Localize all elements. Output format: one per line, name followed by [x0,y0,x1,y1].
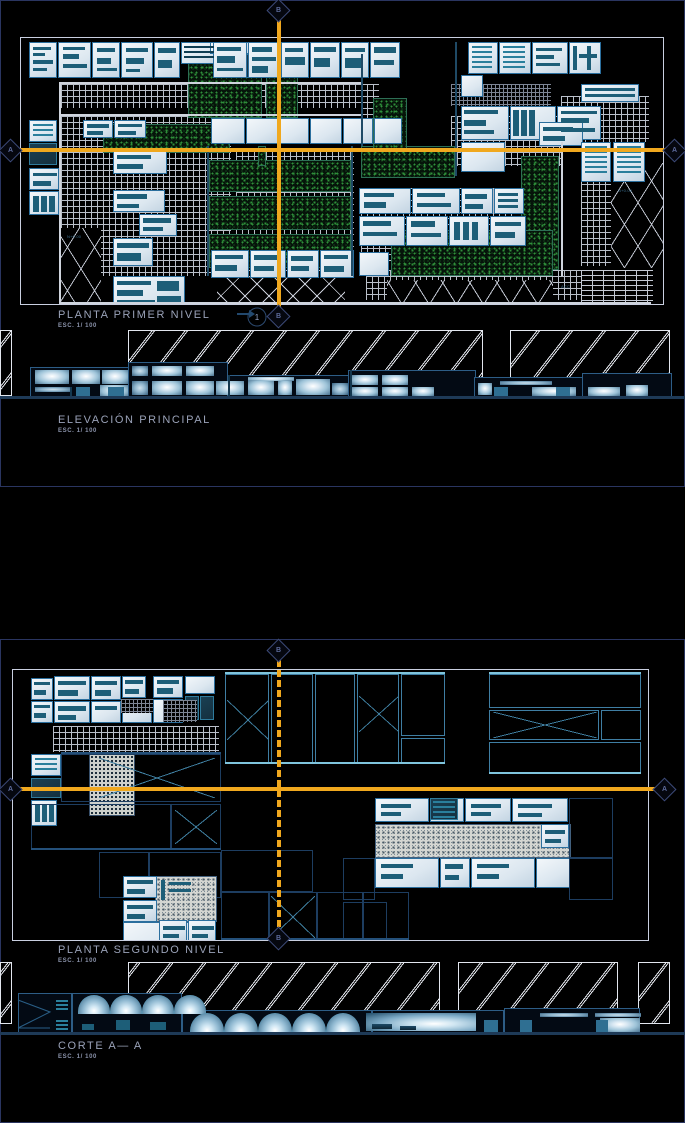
scale-planta-segundo-nivel: ESC. 1/ 100 [58,958,97,964]
corridor-hatch [375,824,571,858]
axis-bubble-b-top-2-label: B [275,647,282,654]
axis-bubble-a-left-2-label: A [7,786,14,793]
drawing-elevacion-principal [0,325,685,415]
section-sky-edge [0,962,12,1024]
plan-frame-second-level [12,669,649,941]
axis-bubble-b-top-label: B [275,7,282,14]
axis-bubble-b-bottom-2-label: B [275,935,282,942]
axis-line-a-horizontal-2 [10,787,665,791]
axis-bubble-a-right-2-label: A [661,786,668,793]
svg-text:1: 1 [255,313,260,322]
second-level-plan-content [13,670,648,940]
scale-planta-primer-nivel: ESC. 1/ 100 [58,323,97,329]
section-marker-1: 1 [235,305,275,332]
section-sky-far-right [638,962,670,1024]
scale-corte-a-a: ESC. 1/ 100 [58,1054,97,1060]
hall-glow [366,1013,476,1031]
axis-line-a-horizontal [10,148,675,152]
title-planta-primer-nivel: PLANTA PRIMER NIVEL [58,309,211,321]
first-level-plan-content: N+0.00 N+0.00 ACC [21,38,663,304]
title-corte-a-a: CORTE A— A [58,1040,143,1052]
drawing-corte-a-a [0,960,685,1040]
axis-bubble-a-right-label: A [671,147,678,154]
ground-line-elevation [0,396,685,399]
axis-line-b-vertical [277,10,281,315]
axis-line-b-vertical-2 [277,650,281,945]
vegetation-area [361,146,455,178]
ground-line-section [0,1032,685,1035]
scale-elevacion-principal: ESC. 1/ 100 [58,428,97,434]
axis-bubble-a-left-label: A [7,147,14,154]
title-elevacion-principal: ELEVACIÓN PRINCIPAL [58,414,211,426]
vegetation-area [258,146,266,166]
plan-frame-first-level: N+0.00 N+0.00 ACC [20,37,664,305]
title-planta-segundo-nivel: PLANTA SEGUNDO NIVEL [58,944,225,956]
sky-hatch-edge [0,330,12,396]
